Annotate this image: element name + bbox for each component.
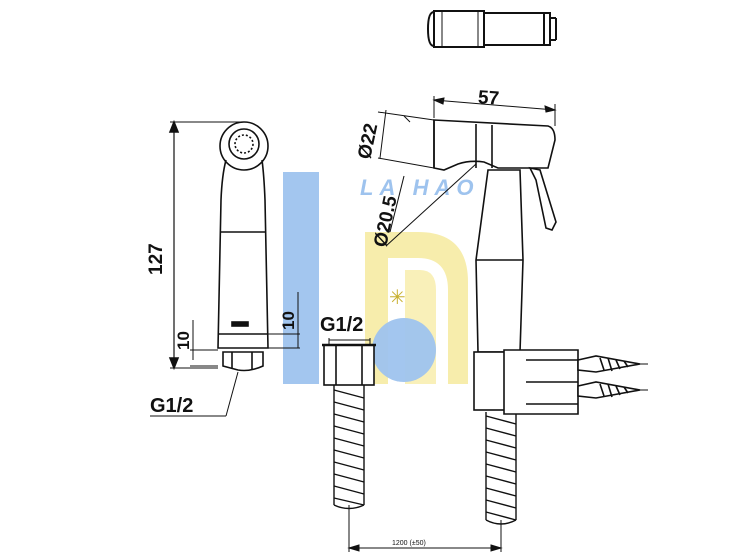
hose-left-coil <box>333 389 365 506</box>
hose-right <box>485 412 517 552</box>
side-body <box>475 169 524 353</box>
hose-right-coil <box>485 415 517 521</box>
hose-left <box>333 385 365 552</box>
wall-screw-top <box>577 355 641 373</box>
thread-label-right: G1/2 <box>320 314 363 336</box>
watermark-blue-bar <box>283 172 319 384</box>
watermark-star-icon: ✳ <box>389 285 406 309</box>
dimension-d22: Ø22 <box>354 122 382 162</box>
watermark-blue-circle <box>372 318 436 382</box>
front-body <box>217 159 269 349</box>
top-accessory-part <box>426 10 557 48</box>
watermark-text: LA HAO <box>360 175 480 200</box>
dimension-57-lines <box>432 96 557 126</box>
side-head <box>433 119 556 171</box>
dimension-d22-lines <box>377 109 435 169</box>
watermark-logo: ✳ LA HAO <box>283 172 480 384</box>
front-nut <box>222 351 264 372</box>
front-view <box>150 119 300 417</box>
hose-length-dimension <box>347 544 503 552</box>
hose-length-label: 1200 (±50) <box>392 540 426 547</box>
hose-nut <box>322 338 376 386</box>
dimension-127: 127 <box>146 243 167 275</box>
watermark-yellow-arch <box>365 232 468 384</box>
dimension-d20-5-lines <box>385 163 477 247</box>
dimension-10-right: 10 <box>279 311 298 330</box>
dimension-57: 57 <box>477 87 500 109</box>
side-view <box>433 119 648 415</box>
front-head-inner <box>228 128 260 160</box>
wall-screw-bottom <box>577 381 641 399</box>
dimension-10-left: 10 <box>174 331 193 350</box>
side-trigger <box>528 166 557 231</box>
thread-label-left: G1/2 <box>150 395 193 417</box>
